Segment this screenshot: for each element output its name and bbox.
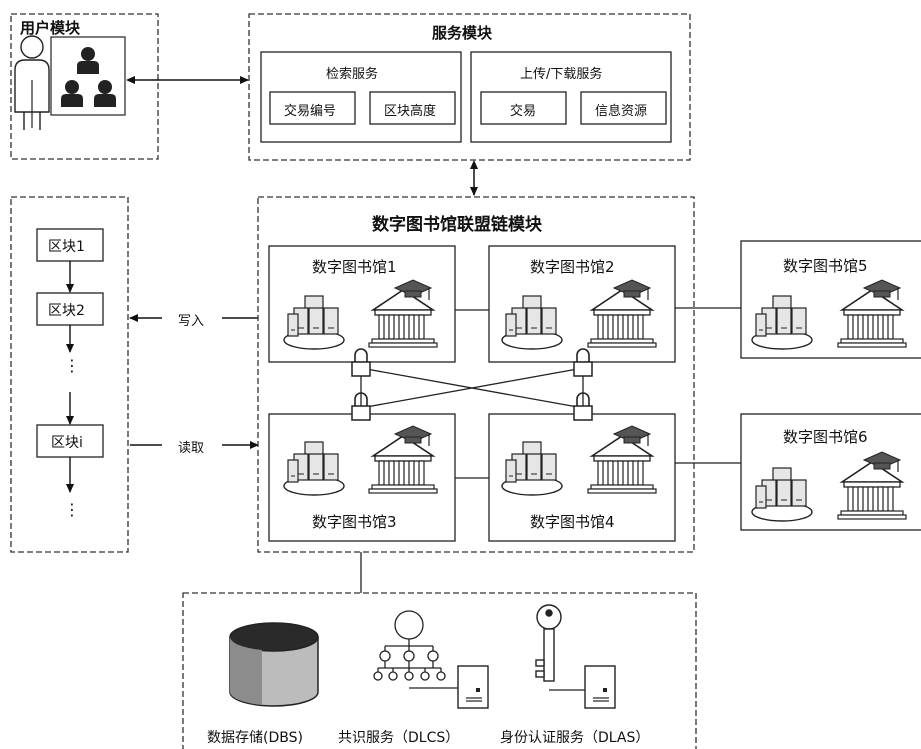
library-building-icon (837, 451, 907, 520)
block-1-label: 区块1 (48, 239, 85, 255)
library-building-icon (368, 425, 438, 494)
blockchain-box (10, 196, 129, 553)
ellipsis-2: ⋮ (64, 500, 80, 519)
library-2-label: 数字图书馆2 (530, 258, 615, 276)
chain-module-box (257, 196, 695, 553)
dlcs-label: 共识服务（DLCS） (338, 730, 460, 746)
user-module-box (10, 13, 159, 160)
lock-icon (573, 348, 593, 377)
library-4-label: 数字图书馆4 (530, 513, 615, 531)
retrieval-item-box (269, 91, 356, 125)
server-cluster-icon (501, 441, 563, 496)
bottom-services-box (182, 592, 697, 749)
library-building-icon (368, 279, 438, 348)
read-label: 读取 (178, 441, 205, 456)
server-cluster-icon (501, 295, 563, 350)
retrieval-service-title: 检索服务 (326, 67, 379, 82)
retrieval-item-block-height: 区块高度 (384, 104, 437, 119)
upload-service-title: 上传/下载服务 (520, 67, 603, 82)
retrieval-service-box (260, 51, 462, 143)
library-3-label: 数字图书馆3 (312, 513, 397, 531)
upload-service-box (470, 51, 672, 143)
write-label: 写入 (178, 314, 205, 329)
consensus-tree-icon (373, 610, 446, 681)
server-cluster-icon (283, 441, 345, 496)
lock-icon (351, 348, 371, 377)
server-tower-icon (457, 665, 489, 709)
upload-item-box (580, 91, 667, 125)
service-module-box (248, 13, 691, 161)
library-box-5 (740, 240, 921, 359)
library-1-label: 数字图书馆1 (312, 258, 397, 276)
library-6-label: 数字图书馆6 (783, 428, 868, 446)
dlas-label: 身份认证服务（DLAS） (500, 730, 650, 746)
key-icon (535, 604, 562, 682)
upload-item-info-resource: 信息资源 (595, 104, 648, 119)
chain-module-title: 数字图书馆联盟链模块 (372, 215, 542, 235)
user-module-title: 用户模块 (20, 19, 81, 37)
retrieval-item-box (369, 91, 456, 125)
upload-item-transaction: 交易 (510, 104, 537, 119)
upload-item-box (480, 91, 567, 125)
ellipsis-1: ⋮ (64, 356, 80, 375)
library-box-6 (740, 413, 921, 531)
server-tower-icon (584, 665, 616, 709)
library-building-icon (837, 279, 907, 348)
server-cluster-icon (751, 295, 813, 350)
user-figure-icon (14, 35, 50, 130)
dbs-label: 数据存储(DBS) (207, 730, 303, 746)
database-icon (229, 622, 319, 707)
block-i-label: 区块i (51, 435, 83, 451)
library-building-icon (587, 425, 657, 494)
block-2-label: 区块2 (48, 303, 85, 319)
library-building-icon (587, 279, 657, 348)
service-module-title: 服务模块 (432, 24, 493, 42)
cross-link (360, 367, 584, 409)
retrieval-item-tx-id: 交易编号 (284, 104, 337, 119)
library-5-label: 数字图书馆5 (783, 257, 868, 275)
server-cluster-icon (283, 295, 345, 350)
server-cluster-icon (751, 467, 813, 522)
